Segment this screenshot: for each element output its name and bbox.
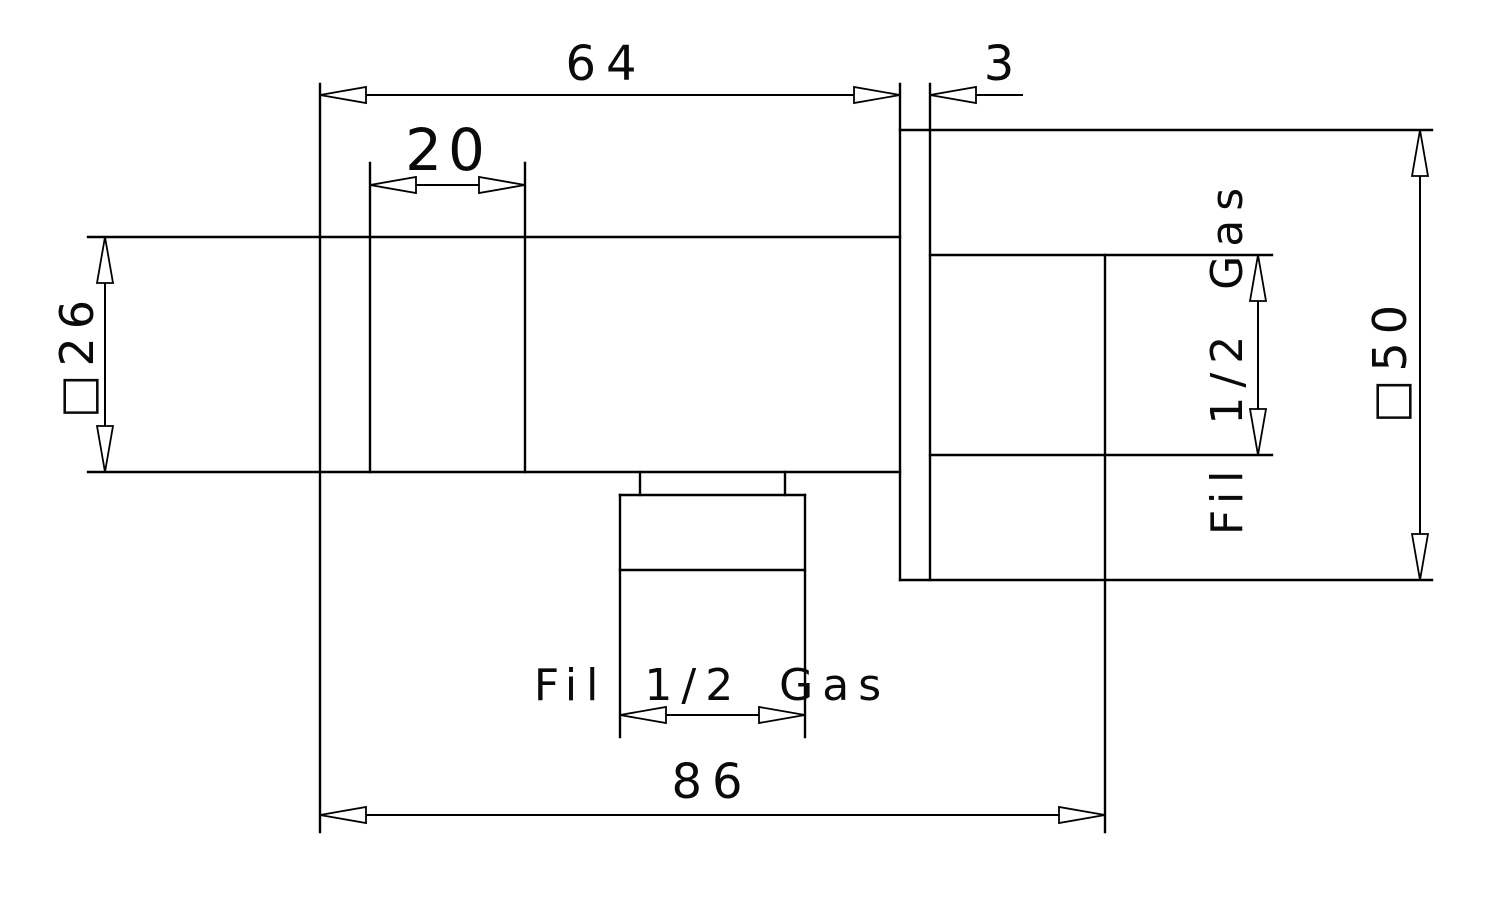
- dim-64-label: 64: [565, 36, 646, 92]
- arrowhead-up: [95, 236, 115, 284]
- arrowhead-up: [1248, 254, 1268, 302]
- arrowhead-right: [758, 705, 806, 725]
- dim-86-label: 86: [671, 754, 752, 810]
- arrowhead-right: [478, 175, 526, 195]
- dimension-square50: □50: [1363, 129, 1430, 581]
- arrowhead-down: [1248, 408, 1268, 456]
- inlet-boss-outline: [928, 253, 1274, 834]
- arrowhead-left: [619, 705, 667, 725]
- arrowhead-down: [95, 425, 115, 473]
- dim-3-label: 3: [984, 36, 1025, 92]
- dimension-86: 86: [319, 754, 1106, 825]
- arrowhead-down: [1410, 533, 1430, 581]
- dimension-3: 3: [929, 36, 1025, 105]
- arrowhead-right: [1058, 805, 1106, 825]
- dim-square50-label: □50: [1363, 297, 1417, 423]
- dimension-square26: □26: [50, 236, 115, 473]
- arrowhead-left: [369, 175, 417, 195]
- arrowhead-left: [929, 85, 977, 105]
- thread-right-label: Fil 1/2 Gas: [1202, 179, 1253, 535]
- dimension-64: 64: [319, 36, 901, 105]
- thread-bottom-label: Fil 1/2 Gas: [534, 660, 890, 711]
- dimension-thread-bottom: Fil 1/2 Gas: [534, 660, 890, 725]
- arrowhead-up: [1410, 129, 1430, 177]
- arrowhead-right: [853, 85, 901, 105]
- flange-outline: [898, 82, 1434, 582]
- body-outline: [86, 82, 902, 834]
- dim-20-label: 20: [405, 116, 491, 184]
- arrowhead-left: [319, 85, 367, 105]
- outlet-outline: [618, 470, 807, 739]
- dim-square26-label: □26: [50, 292, 104, 418]
- dimension-20: 20: [369, 116, 526, 195]
- arrowhead-left: [319, 805, 367, 825]
- dimension-thread-right: Fil 1/2 Gas: [1202, 179, 1268, 535]
